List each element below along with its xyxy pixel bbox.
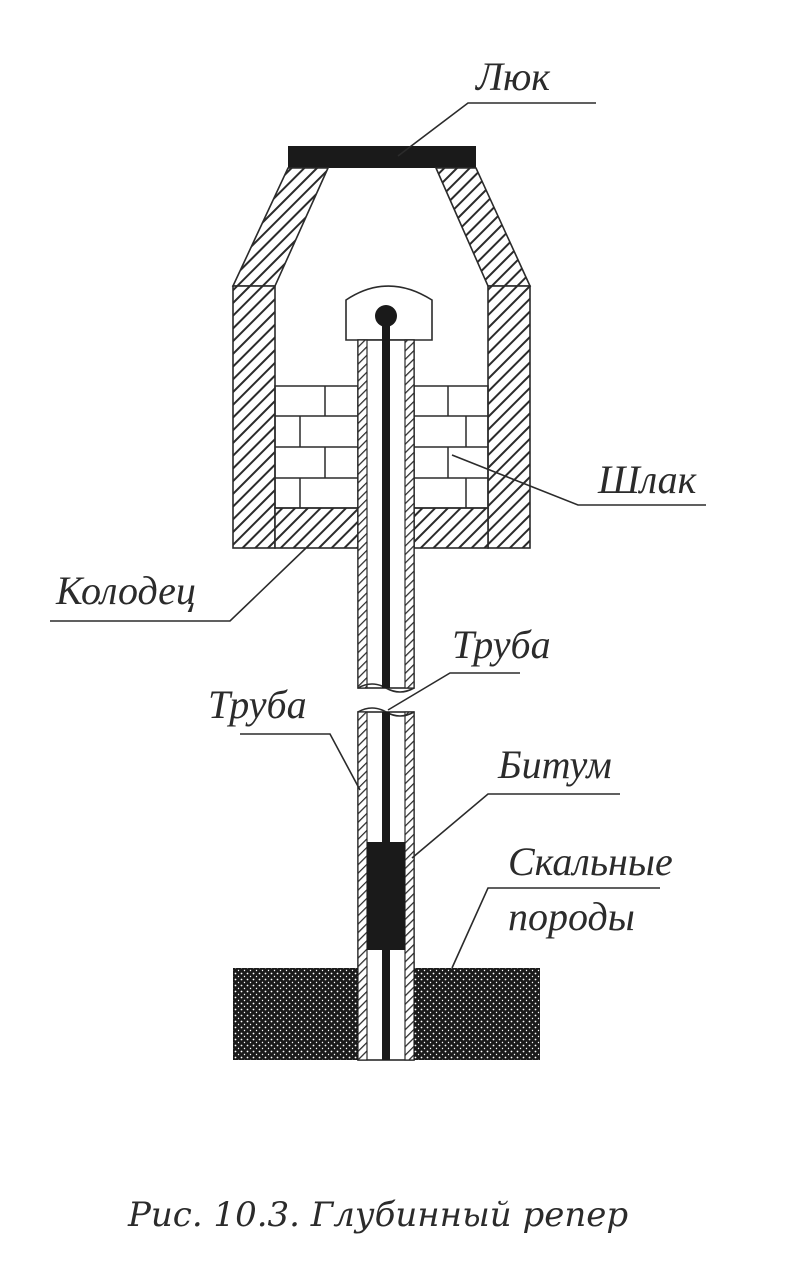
slag-fill-right [413, 385, 489, 509]
label-well: Колодец [55, 568, 196, 613]
label-pipe-left: Труба [208, 682, 307, 727]
label-rock-line2: породы [508, 894, 635, 939]
bedrock [233, 968, 540, 1060]
well-walls [231, 167, 532, 549]
label-slag: Шлак [597, 457, 697, 502]
label-rock-line1: Скальные [508, 839, 673, 884]
figure-caption: Рис. 10.3. Глубинный репер [127, 1195, 628, 1235]
hatch-cover [288, 146, 476, 168]
slag-fill-left [274, 385, 359, 509]
rod-head [375, 305, 397, 327]
central-rod-upper [382, 316, 390, 688]
label-bitumen: Битум [497, 742, 612, 787]
bitumen-block [367, 842, 405, 950]
label-pipe-right: Труба [452, 622, 551, 667]
leader-lines [50, 102, 706, 969]
label-hatch: Люк [474, 54, 550, 99]
